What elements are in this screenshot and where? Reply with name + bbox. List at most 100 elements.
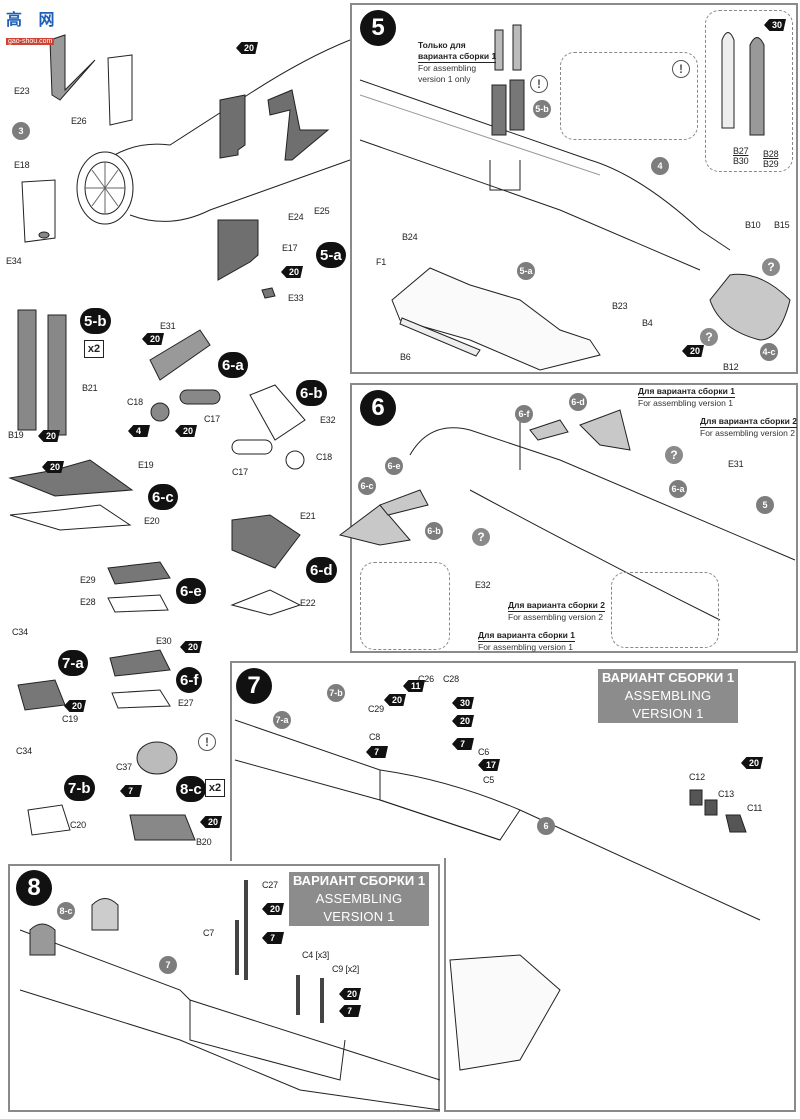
paint-flag-20: 20 — [384, 694, 406, 706]
part-label-C18: C18 — [127, 397, 143, 407]
sub-step-7b-badge: 7-b — [64, 775, 95, 801]
watermark-url: gao-shou.com — [6, 38, 55, 45]
watermark-logo: 高 网 gao-shou.com — [6, 6, 70, 45]
paint-flag-11: 11 — [403, 680, 425, 692]
part-label-E18: E18 — [14, 160, 30, 170]
version-ru: ВАРИАНТ СБОРКИ 1 — [601, 670, 735, 685]
part-label-B21: B21 — [82, 383, 98, 393]
question-icon: ? — [762, 258, 780, 276]
part-label-B30: B30 — [733, 156, 749, 166]
part-label-E27: E27 — [178, 698, 194, 708]
ref-badge-6c: 6-c — [358, 477, 376, 495]
multiplier-x2: x2 — [84, 340, 104, 358]
part-E30 — [109, 649, 171, 677]
part-label-F1: F1 — [376, 257, 387, 267]
part-label-B15: B15 — [774, 220, 790, 230]
paint-flag-20: 20 — [142, 333, 164, 345]
ref-badge-5a: 5-a — [517, 262, 535, 280]
part-B21 — [47, 314, 67, 436]
note-en: For assembling version 1 — [478, 642, 573, 652]
part-label-C37: C37 — [116, 762, 132, 772]
part-label-B27: B27 — [733, 146, 749, 156]
propeller-shroud — [76, 151, 134, 225]
ref-badge-5: 5 — [756, 496, 774, 514]
paint-flag-7: 7 — [120, 785, 142, 797]
sub-step-6e-badge: 6-e — [176, 578, 206, 604]
note-version-2-top: Для варианта сборки 2 For assembling ver… — [700, 416, 797, 439]
part-label-E20: E20 — [144, 516, 160, 526]
part-label-E21: E21 — [300, 511, 316, 521]
note-en: For assembling version 2 — [508, 612, 603, 622]
sub-step-6b-badge: 6-b — [296, 380, 327, 406]
part-label-E22: E22 — [300, 598, 316, 608]
part-label-C17: C17 — [204, 414, 220, 424]
detail-callout-version-1 — [360, 562, 450, 650]
part-label-B19: B19 — [8, 430, 24, 440]
part-label-B29: B29 — [763, 159, 779, 169]
paint-flag-20: 20 — [38, 430, 60, 442]
part-label-B6: B6 — [400, 352, 411, 362]
part-label-C19: C19 — [62, 714, 78, 724]
part-label-C27: C27 — [262, 880, 278, 890]
paint-flag-20: 20 — [180, 641, 202, 653]
note-en-2: version 1 only — [418, 74, 471, 84]
part-E28 — [107, 594, 169, 613]
ref-badge-6e: 6-e — [385, 457, 403, 475]
part-B20 — [129, 814, 196, 841]
ref-badge-7a: 7-a — [273, 711, 291, 729]
step-8-number: 8 — [16, 870, 52, 906]
part-label-E23: E23 — [14, 86, 30, 96]
part-label-C12: C12 — [689, 772, 705, 782]
part-label-B28: B28 — [763, 149, 779, 159]
part-label-C34: C34 — [16, 746, 32, 756]
ref-badge-4: 4 — [651, 157, 669, 175]
ref-badge-6a: 6-a — [669, 480, 687, 498]
part-E22 — [230, 589, 302, 616]
part-E34 — [38, 231, 50, 239]
part-E17 — [217, 219, 259, 281]
sub-step-7a-badge: 7-a — [58, 650, 88, 676]
paint-flag-20: 20 — [682, 345, 704, 357]
step-7-lower-panel — [444, 858, 796, 1112]
part-label-C26: C26 — [418, 674, 434, 684]
part-E25 — [267, 89, 330, 161]
note-en: For assembling version 2 — [700, 428, 795, 438]
part-C17-a — [179, 389, 221, 405]
part-label-E30: E30 — [156, 636, 172, 646]
warning-icon: ! — [672, 60, 690, 78]
part-label-B12: B12 — [723, 362, 739, 372]
step-5-number: 5 — [360, 10, 396, 46]
ref-badge-6d: 6-d — [569, 393, 587, 411]
paint-flag-7: 7 — [339, 1005, 361, 1017]
part-label-E34: E34 — [6, 256, 22, 266]
part-C37 — [136, 741, 178, 775]
part-label-B23: B23 — [612, 301, 628, 311]
paint-flag-20: 20 — [200, 816, 222, 828]
note-ru: Для варианта сборки 1 — [478, 630, 575, 642]
paint-flag-7: 7 — [366, 746, 388, 758]
sub-step-6a-badge: 6-a — [218, 352, 248, 378]
note-en-1: For assembling — [418, 63, 477, 73]
warning-icon: ! — [198, 733, 216, 751]
warning-icon: ! — [530, 75, 548, 93]
step-6-number: 6 — [360, 390, 396, 426]
note-en: For assembling version 1 — [638, 398, 733, 408]
paint-flag-20: 20 — [236, 42, 258, 54]
note-version-2-bottom: Для варианта сборки 2 For assembling ver… — [508, 600, 605, 623]
paint-flag-17: 17 — [478, 759, 500, 771]
sub-step-6c-badge: 6-c — [148, 484, 178, 510]
part-label-B4: B4 — [642, 318, 653, 328]
part-label-C8: C8 — [369, 732, 381, 742]
paint-flag-4: 4 — [128, 425, 150, 437]
paint-flag-20: 20 — [741, 757, 763, 769]
part-label-C11: C11 — [747, 803, 763, 813]
paint-flag-7: 7 — [452, 738, 474, 750]
assembling-version-box: ВАРИАНТ СБОРКИ 1 ASSEMBLING VERSION 1 — [598, 669, 738, 723]
part-label-E26: E26 — [71, 116, 87, 126]
part-label-E29: E29 — [80, 575, 96, 585]
ref-badge-7b: 7-b — [327, 684, 345, 702]
version-en: ASSEMBLING VERSION 1 — [624, 688, 712, 721]
part-label-C34: C34 — [12, 627, 28, 637]
sub-step-6f-badge: 6-f — [176, 667, 203, 693]
ref-badge-8c: 8-c — [57, 902, 75, 920]
